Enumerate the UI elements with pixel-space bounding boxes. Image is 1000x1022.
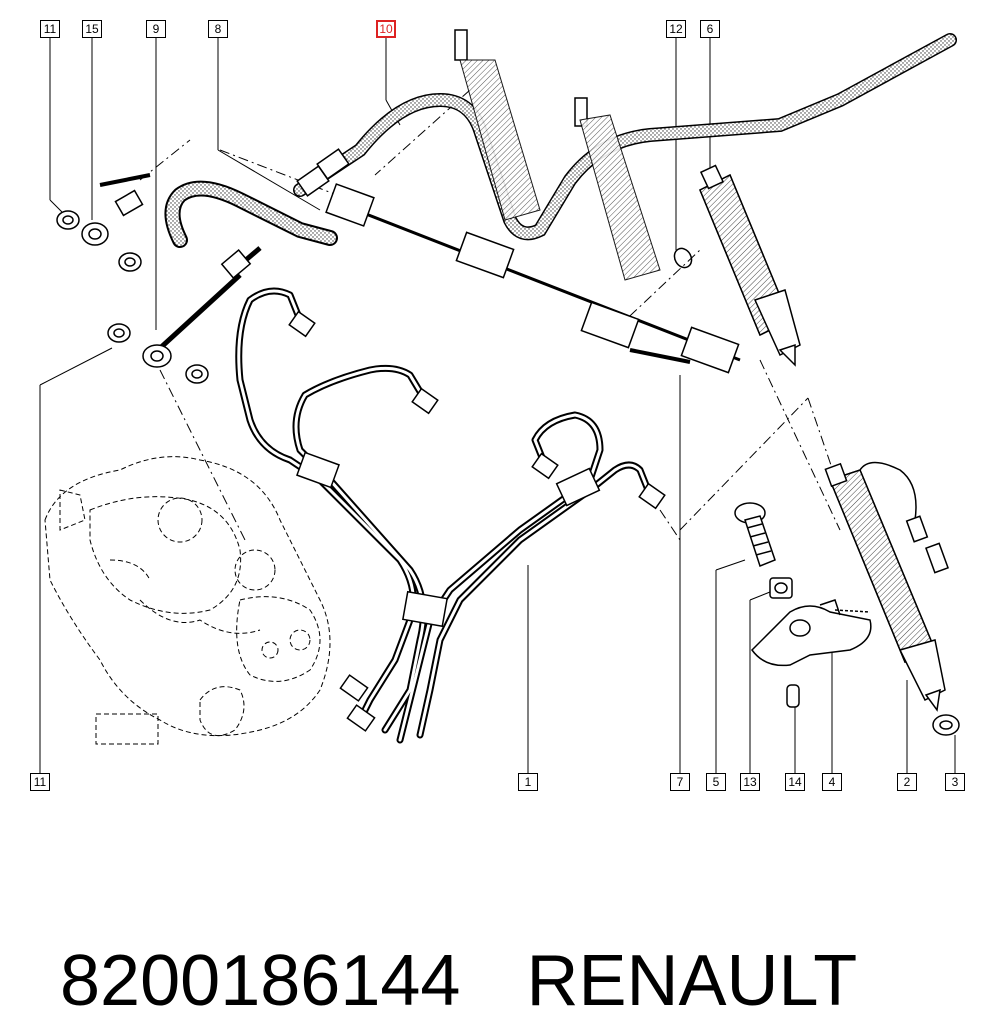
clamp-bracket-4 [751,599,872,667]
injector-2 [824,461,949,712]
banjo-15 [56,173,151,272]
rod-banjo-9 [107,246,262,384]
callout-11-top: 11 [40,20,60,38]
callout-9: 9 [146,20,166,38]
injector-6 [699,164,801,367]
callout-10-highlighted: 10 [376,20,396,38]
injector-pipes-1-inner [237,289,652,742]
callout-6: 6 [700,20,720,38]
pipe-nuts [288,310,666,732]
callout-2: 2 [897,773,917,791]
return-hose-8 [164,180,338,248]
callout-3: 3 [945,773,965,791]
background-injectors [459,59,661,281]
part-number: 8200186144 [60,941,461,1021]
exploded-parts-diagram [39,29,960,775]
callout-12: 12 [666,20,686,38]
callout-4: 4 [822,773,842,791]
brand-name: RENAULT [526,941,858,1021]
pipe-clamps [296,451,601,628]
injector-pipes-1 [235,287,654,744]
caption: 8200186144 RENAULT [20,858,857,1022]
callout-1: 1 [518,773,538,791]
nut-13 [769,577,793,599]
hose-fittings [296,29,588,197]
stud-14 [786,684,800,708]
callout-11-bottom: 11 [30,773,50,791]
callout-13: 13 [740,773,760,791]
engine-block-outline [44,456,331,745]
callout-7: 7 [670,773,690,791]
leader-lines [39,36,956,775]
callout-15: 15 [82,20,102,38]
o-ring-12 [673,247,693,269]
bolt-5 [734,502,776,567]
callout-8: 8 [208,20,228,38]
leak-off-rail-7 [325,183,741,374]
callout-14: 14 [785,773,805,791]
washer-3 [932,714,960,736]
callout-5: 5 [706,773,726,791]
